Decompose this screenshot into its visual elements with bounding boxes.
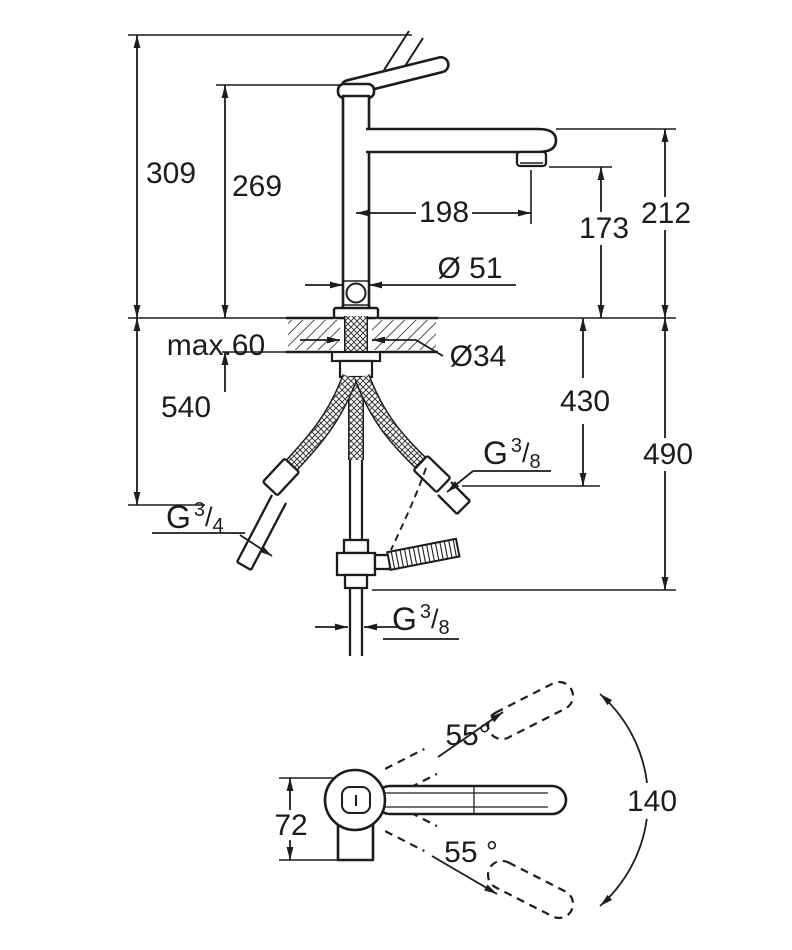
hidden-hose-path xyxy=(390,467,427,551)
dim-max-deck-thickness: max.60 xyxy=(167,329,265,362)
dim-swivel-lower: 55 ° xyxy=(444,836,498,869)
lever-raised-phantom xyxy=(383,30,410,71)
dim-base-height: 72 xyxy=(274,809,307,842)
left-hose-braid xyxy=(285,374,357,472)
countertop-hatch xyxy=(286,316,438,354)
supply-hoses xyxy=(235,316,471,656)
left-hose-nut xyxy=(262,458,300,496)
label-backgrounds xyxy=(273,196,695,840)
body-joint-detail xyxy=(345,282,367,304)
right-hose-nut xyxy=(413,455,451,493)
dim-overall-height: 309 xyxy=(146,157,196,190)
spout-top-view xyxy=(374,784,568,816)
dim-outlet-height: 173 xyxy=(579,212,629,245)
aerator xyxy=(515,150,548,168)
dim-hose-length-b: 540 xyxy=(161,391,211,424)
dim-hose-length-a: 430 xyxy=(560,385,610,418)
dim-swivel-range: 140 xyxy=(627,785,677,818)
check-valve xyxy=(335,538,392,590)
corrugated-hose xyxy=(386,537,461,572)
dim-swivel-upper: 55° xyxy=(445,719,490,752)
dim-install-depth: 490 xyxy=(643,438,693,471)
mounting-washer xyxy=(330,350,382,363)
dim-body-diameter: Ø 51 xyxy=(437,252,502,285)
right-hose-braid xyxy=(355,374,429,471)
spout-arm xyxy=(366,127,558,154)
mounting-nut xyxy=(338,359,374,379)
dim-body-height: 269 xyxy=(232,170,282,203)
dimension-lines xyxy=(133,35,669,907)
dim-spout-reach: 198 xyxy=(419,196,469,229)
faucet-top-view xyxy=(323,680,575,920)
dim-hole-diameter: Ø34 xyxy=(450,340,507,373)
dim-spout-top-height: 212 xyxy=(641,197,691,230)
